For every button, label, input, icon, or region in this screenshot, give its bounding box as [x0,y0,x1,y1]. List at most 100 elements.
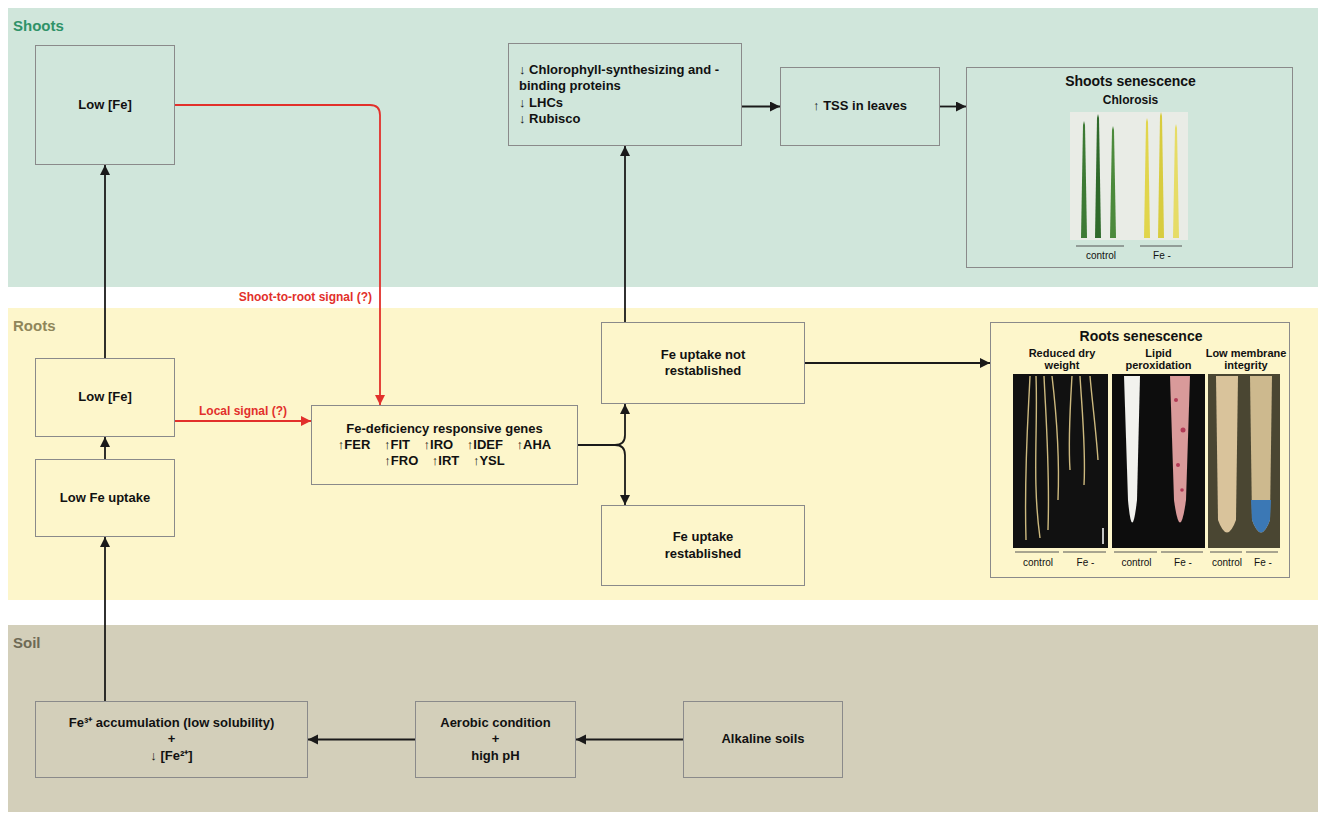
region-band: ShootsLow [Fe] ↓ Chlorophyll-synthesizing… [8,8,1318,287]
green-leaf [1081,121,1087,238]
box-text: ↓ Chlorophyll-synthesizing and -binding … [519,62,731,95]
green-leaf [1110,126,1116,238]
process-box: Low [Fe] [35,45,175,165]
flow-arrow [104,437,106,459]
flow-arrow [578,404,625,445]
root-tip [1250,376,1272,533]
box-text: Fe-deficiency responsive genes [346,421,543,437]
group-underline [1114,552,1157,553]
yellow-leaf [1173,124,1179,238]
panel-label: Reduced dry weight [1013,347,1111,371]
stain-spot [1176,463,1180,467]
green-leaf [1095,114,1101,238]
group-underline [1140,246,1182,247]
box-text: Fe uptake restablished [648,529,758,562]
shoots-ground [8,8,1318,287]
photo-background [1013,374,1108,548]
root-strand [1036,376,1040,538]
root-strand [1044,376,1049,530]
root-tip [1216,376,1238,533]
region-title: Soil [13,634,41,651]
region-band: SoilFe³⁺ accumulation (low solubility)+↓… [8,625,1318,812]
box-text: Low Fe uptake [60,490,150,506]
group-underline [1246,552,1278,553]
flow-arrow [578,445,625,505]
leaf-photo [1070,112,1188,246]
group-underline [1063,552,1106,553]
region-title: Shoots [13,17,64,34]
photo-background [1208,374,1280,548]
yellow-leaf [1144,118,1150,238]
process-box: ↑ TSS in leaves [780,67,940,146]
panel-label: Fe - [1160,557,1206,568]
panel-label: control [1071,250,1131,261]
flow-arrow [940,106,966,108]
box-text: ↓ [Fe²⁺] [150,748,192,764]
process-box: Aerobic condition+high pH [415,701,576,778]
stain-spot [1180,488,1184,492]
box-text: Aerobic condition [440,715,551,731]
box-text: ↓ Rubisco [519,111,580,127]
box-text: Alkaline soils [721,731,804,747]
panel-label: control [1113,557,1160,568]
flow-arrow [805,362,990,364]
panel-label: Fe - [1135,250,1189,261]
box-text: + [492,731,500,747]
flow-arrow [308,739,415,741]
flow-arrow [624,146,626,322]
region-band: RootsLow [Fe]Low Fe uptakeFe-deficiency … [8,308,1318,600]
box-text: ↑FER ↑FIT ↑IRO ↑IDEF ↑AHA ↑FRO ↑IRT ↑YSL [330,437,560,470]
panel-label: Fe - [1245,557,1281,568]
box-text: Low [Fe] [78,389,131,405]
root-strand [1052,376,1059,500]
group-underline [1015,552,1059,553]
group-underline [1161,552,1203,553]
illustration-panel: Shoots senescenceChlorosis control Fe - [966,67,1293,268]
process-box: Low [Fe] [35,358,175,437]
box-text: Fe uptake not restablished [638,347,768,380]
stain-spot [1174,398,1178,402]
signal-label: Shoot-to-root signal (?) [239,290,372,304]
root-strand [1080,376,1085,485]
panel-label: control [1014,557,1062,568]
root-photo [1013,374,1280,552]
root-strand [1069,376,1072,470]
yellow-leaf [1158,112,1164,238]
process-box: Alkaline soils [683,701,843,778]
illustration-panel: Roots senescenceReduced dry weightLipid … [990,322,1290,578]
panel-label: Chlorosis [967,94,1294,107]
panel-title: Shoots senescence [967,74,1294,89]
stained-root [1170,376,1190,523]
box-text: Low [Fe] [78,97,131,113]
panel-label: Fe - [1062,557,1109,568]
flow-arrow [104,165,106,358]
roots-ground [8,308,1318,600]
panel-label: control [1209,557,1245,568]
blue-stain [1251,500,1271,533]
process-box: ↓ Chlorophyll-synthesizing and -binding … [508,43,742,146]
box-text: + [168,731,176,747]
scale-bar [1102,528,1104,544]
group-underline [1210,552,1242,553]
process-box: Fe-deficiency responsive genes↑FER ↑FIT … [311,405,578,485]
signal-label: Local signal (?) [199,404,287,418]
process-box: Fe uptake restablished [601,505,805,586]
group-underline [1076,246,1124,247]
root-strand [1090,376,1098,460]
box-text: high pH [471,748,519,764]
flow-arrow [576,739,683,741]
photo-background [1112,374,1205,548]
white-root [1124,376,1140,523]
box-text: ↑ TSS in leaves [813,98,907,114]
flow-arrow [104,537,106,701]
stain-spot [1181,428,1186,433]
box-text: ↓ LHCs [519,95,563,111]
soil-ground [8,625,1318,812]
process-box: Fe³⁺ accumulation (low solubility)+↓ [Fe… [35,701,308,778]
flow-arrow [742,106,780,108]
panel-label: Low membrane integrity [1203,347,1289,371]
process-box: Fe uptake not restablished [601,322,805,404]
photo-background [1070,112,1188,240]
